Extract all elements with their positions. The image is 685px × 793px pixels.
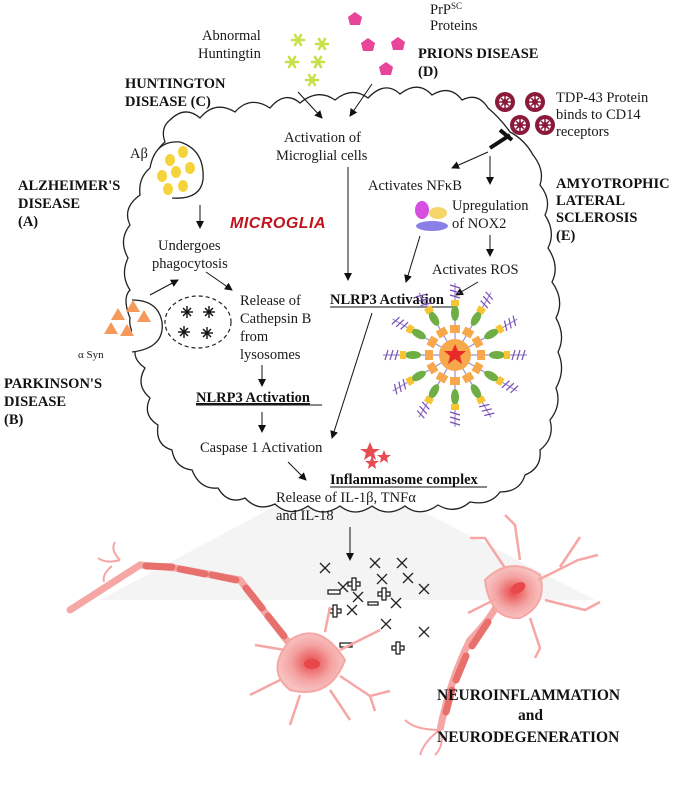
huntingtin-particles xyxy=(284,33,330,87)
cd14-receptor xyxy=(488,128,514,150)
inflammasome-label: Inflammasome complex xyxy=(330,472,479,488)
nlrp3-left-label: NLRP3 Activation xyxy=(196,390,310,406)
prion-particles xyxy=(348,12,405,75)
huntington-label-2: DISEASE (C) xyxy=(125,94,211,110)
neuron-left xyxy=(66,541,391,726)
tdp43-label-1: TDP-43 Protein xyxy=(556,90,649,106)
parkinsons-label-3: (B) xyxy=(4,412,24,428)
nox2-label-1: Upregulation xyxy=(452,198,529,214)
huntingtin-label-2: Huntingtin xyxy=(198,46,262,62)
cathepsin-label-4: lysosomes xyxy=(240,347,301,363)
prions-label-2: (D) xyxy=(418,64,438,80)
arrow-asyn-phago xyxy=(149,279,179,296)
tdp43-label-2: binds to CD14 xyxy=(556,107,641,123)
phagocytosis-label-2: phagocytosis xyxy=(152,256,228,272)
als-label-2: LATERAL xyxy=(556,193,625,209)
nox2-icon-base xyxy=(416,221,448,231)
als-label-1: AMYOTROPHIC xyxy=(556,176,670,192)
inflammasome-icon xyxy=(382,283,528,428)
asyn-label: α Syn xyxy=(78,349,104,361)
arrow-phago-cathepsin xyxy=(205,271,233,291)
cytokine-symbols xyxy=(319,557,430,655)
nox2-icon xyxy=(415,201,429,219)
als-label-3: SCLEROSIS xyxy=(556,210,637,226)
background-shade xyxy=(100,470,595,600)
ros-label: Activates ROS xyxy=(432,262,519,278)
caspase-label: Caspase 1 Activation xyxy=(200,440,323,456)
cathepsin-stars xyxy=(178,306,215,339)
release-label-1: Release of IL-1β, TNFα xyxy=(276,490,416,506)
arrow-huntingtin-activation xyxy=(297,91,323,119)
abeta-particles xyxy=(157,146,195,195)
arrow-caspase-release xyxy=(287,461,307,481)
nox2-icon-yellow xyxy=(429,207,447,219)
asyn-particles xyxy=(104,300,151,336)
cathepsin-label-2: Cathepsin B xyxy=(240,311,311,327)
neuron-right xyxy=(404,514,601,756)
prp-proteins-label: Proteins xyxy=(430,18,478,34)
alzheimers-label-1: ALZHEIMER'S xyxy=(18,178,120,194)
tdp43-label-3: receptors xyxy=(556,124,609,140)
prp-label: PrPSC xyxy=(430,1,462,18)
arrow-nox-nlrp3 xyxy=(404,235,421,283)
nfkb-label: Activates NFκB xyxy=(368,178,462,194)
lysosome xyxy=(164,295,232,349)
microglial-activation-label-2: Microglial cells xyxy=(276,148,368,164)
nlrp3-right-label: NLRP3 Activation xyxy=(330,292,444,308)
alzheimers-label-3: (A) xyxy=(18,214,38,230)
cathepsin-label-3: from xyxy=(240,329,269,345)
microglial-activation-label-1: Activation of xyxy=(284,130,361,146)
tdp43-particles xyxy=(495,92,555,135)
cathepsin-label-1: Release of xyxy=(240,293,301,309)
arrow-prion-activation xyxy=(349,83,373,117)
parkinsons-label-1: PARKINSON'S xyxy=(4,376,102,392)
outcome-line-3: NEURODEGENERATION xyxy=(437,729,619,746)
microglia-title: MICROGLIA xyxy=(230,215,326,232)
phagocytosis-label-1: Undergoes xyxy=(158,238,221,254)
red-stars xyxy=(360,442,391,469)
outcome-line-1: NEUROINFLAMMATION xyxy=(437,687,620,704)
nox2-label-2: of NOX2 xyxy=(452,216,506,232)
outcome-line-2: and xyxy=(518,707,543,724)
arrow-nlrp3-caspase xyxy=(330,312,373,439)
als-label-4: (E) xyxy=(556,228,576,244)
parkinsons-label-2: DISEASE xyxy=(4,394,66,410)
abeta-label: Aβ xyxy=(130,146,148,162)
arrow-tdp-nfkb xyxy=(451,151,489,169)
alzheimers-label-2: DISEASE xyxy=(18,196,80,212)
huntington-label-1: HUNTINGTON xyxy=(125,76,226,92)
release-label-2: and IL-18 xyxy=(276,508,334,524)
huntingtin-label-1: Abnormal xyxy=(202,28,261,44)
asyn-uptake-notch xyxy=(131,299,163,353)
prions-label-1: PRIONS DISEASE xyxy=(418,46,538,62)
